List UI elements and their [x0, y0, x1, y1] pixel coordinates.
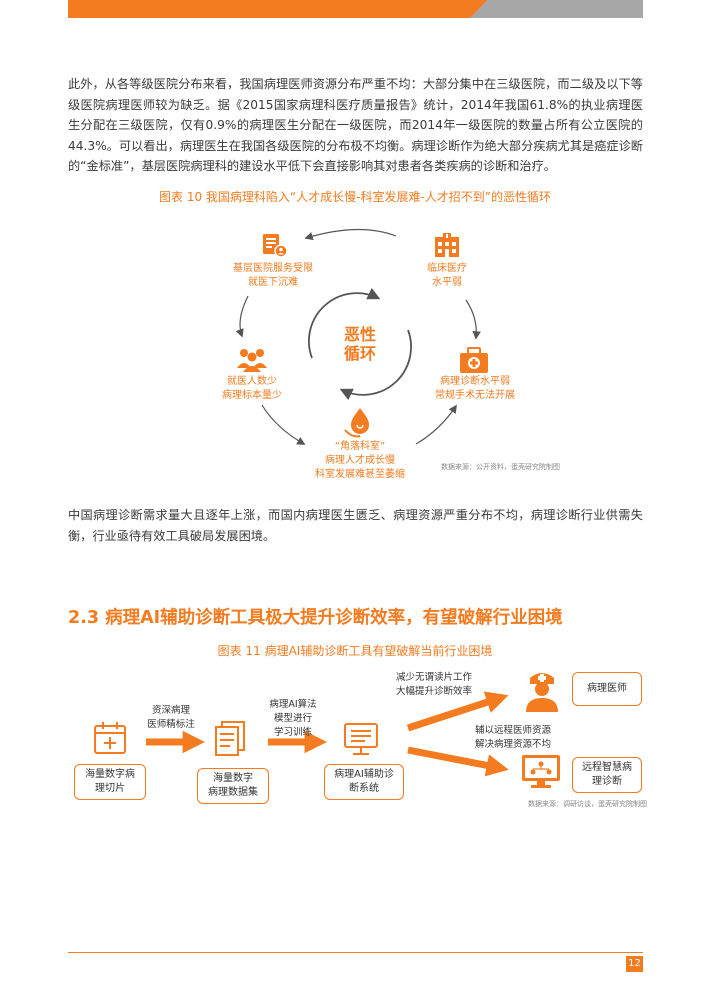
vicious-cycle-label: 恶性循环 — [343, 325, 376, 363]
people-group-icon — [237, 349, 267, 372]
doctor-icon — [526, 673, 558, 712]
node-clinical-medicine: 临床医疗水平弱 — [427, 263, 467, 288]
node-corner-department: “角落科室”病理人才成长慢科室发展难甚至萎缩 — [315, 441, 405, 480]
arrow-label-efficiency: 减少无谓读片工作大幅提升诊断效率 — [395, 672, 472, 697]
node-few-patients: 就医人数少病理标本量少 — [222, 376, 282, 401]
cycle-arrow-bottom-right — [415, 404, 457, 445]
step-box-ai-system: 病理AI辅助诊断系统 — [324, 764, 404, 800]
arrow-label-remote-resources: 辅以远程医师资源解决病理资源不均 — [474, 725, 551, 750]
body-paragraph-1: 此外，从各等级医院分布来看，我国病理医师资源分布严重不均：大部分集中在三级医院，… — [68, 77, 643, 173]
medical-kit-icon — [460, 347, 488, 373]
header-gray-bar — [470, 0, 643, 18]
node-pathology-weak: 病理诊断水平弱常规手术无法开展 — [435, 376, 515, 401]
section-heading: 2.3 病理AI辅助诊断工具极大提升诊断效率，有望破解行业困境 — [68, 608, 563, 628]
hospital-building-icon — [435, 233, 459, 257]
stacked-documents-icon — [215, 721, 245, 756]
outcome-box-pathologist: 病理医师 — [572, 672, 642, 706]
cycle-arrow-left — [235, 295, 249, 338]
outcome-box-remote-diagnosis: 远程智慧病理诊断 — [572, 757, 642, 793]
document-user-icon — [263, 234, 288, 258]
remote-screen-icon — [522, 755, 560, 788]
cycle-arrow-top — [304, 228, 397, 241]
calendar-plus-icon — [94, 722, 126, 754]
computer-monitor-icon — [344, 723, 378, 755]
figure-11-caption: 图表 11 病理AI辅助诊断工具有望破解当前行业困境 — [217, 644, 493, 658]
cycle-arrow-bottom-left — [261, 404, 306, 445]
cycle-arrow-right — [465, 299, 481, 340]
page-number: 12 — [626, 956, 643, 972]
node-grassroots-service: 基层医院服务受限就医下沉难 — [233, 263, 313, 288]
figure-11-source: 数据来源：调研访谈，蛋壳研究院制图 — [528, 800, 647, 808]
footer-divider — [68, 952, 643, 953]
center-circle-arrow-2 — [339, 329, 412, 401]
droplet-hand-icon — [344, 408, 369, 438]
header-orange-bar — [68, 0, 488, 18]
center-circle-arrow-1 — [308, 287, 381, 359]
step-box-digital-slides: 海量数字病理切片 — [74, 764, 146, 800]
body-paragraph-2: 中国病理诊断需求量大且逐年上涨，而国内病理医生匮乏、病理资源严重分布不均，病理诊… — [68, 508, 643, 543]
step-box-dataset: 海量数字病理数据集 — [197, 768, 269, 804]
arrow-label-training: 病理AI算法模型进行学习训练 — [269, 699, 317, 738]
arrow-label-annotation: 资深病理医师精标注 — [147, 705, 195, 730]
flow-arrow-up — [406, 691, 509, 732]
flow-arrow-down — [407, 746, 509, 777]
figure-10-source: 数据来源：公开资料，蛋壳研究院制图 — [441, 463, 560, 471]
figure-10-caption: 图表 10 我国病理科陷入“人才成长慢-科室发展难-人才招不到”的恶性循环 — [159, 190, 551, 204]
